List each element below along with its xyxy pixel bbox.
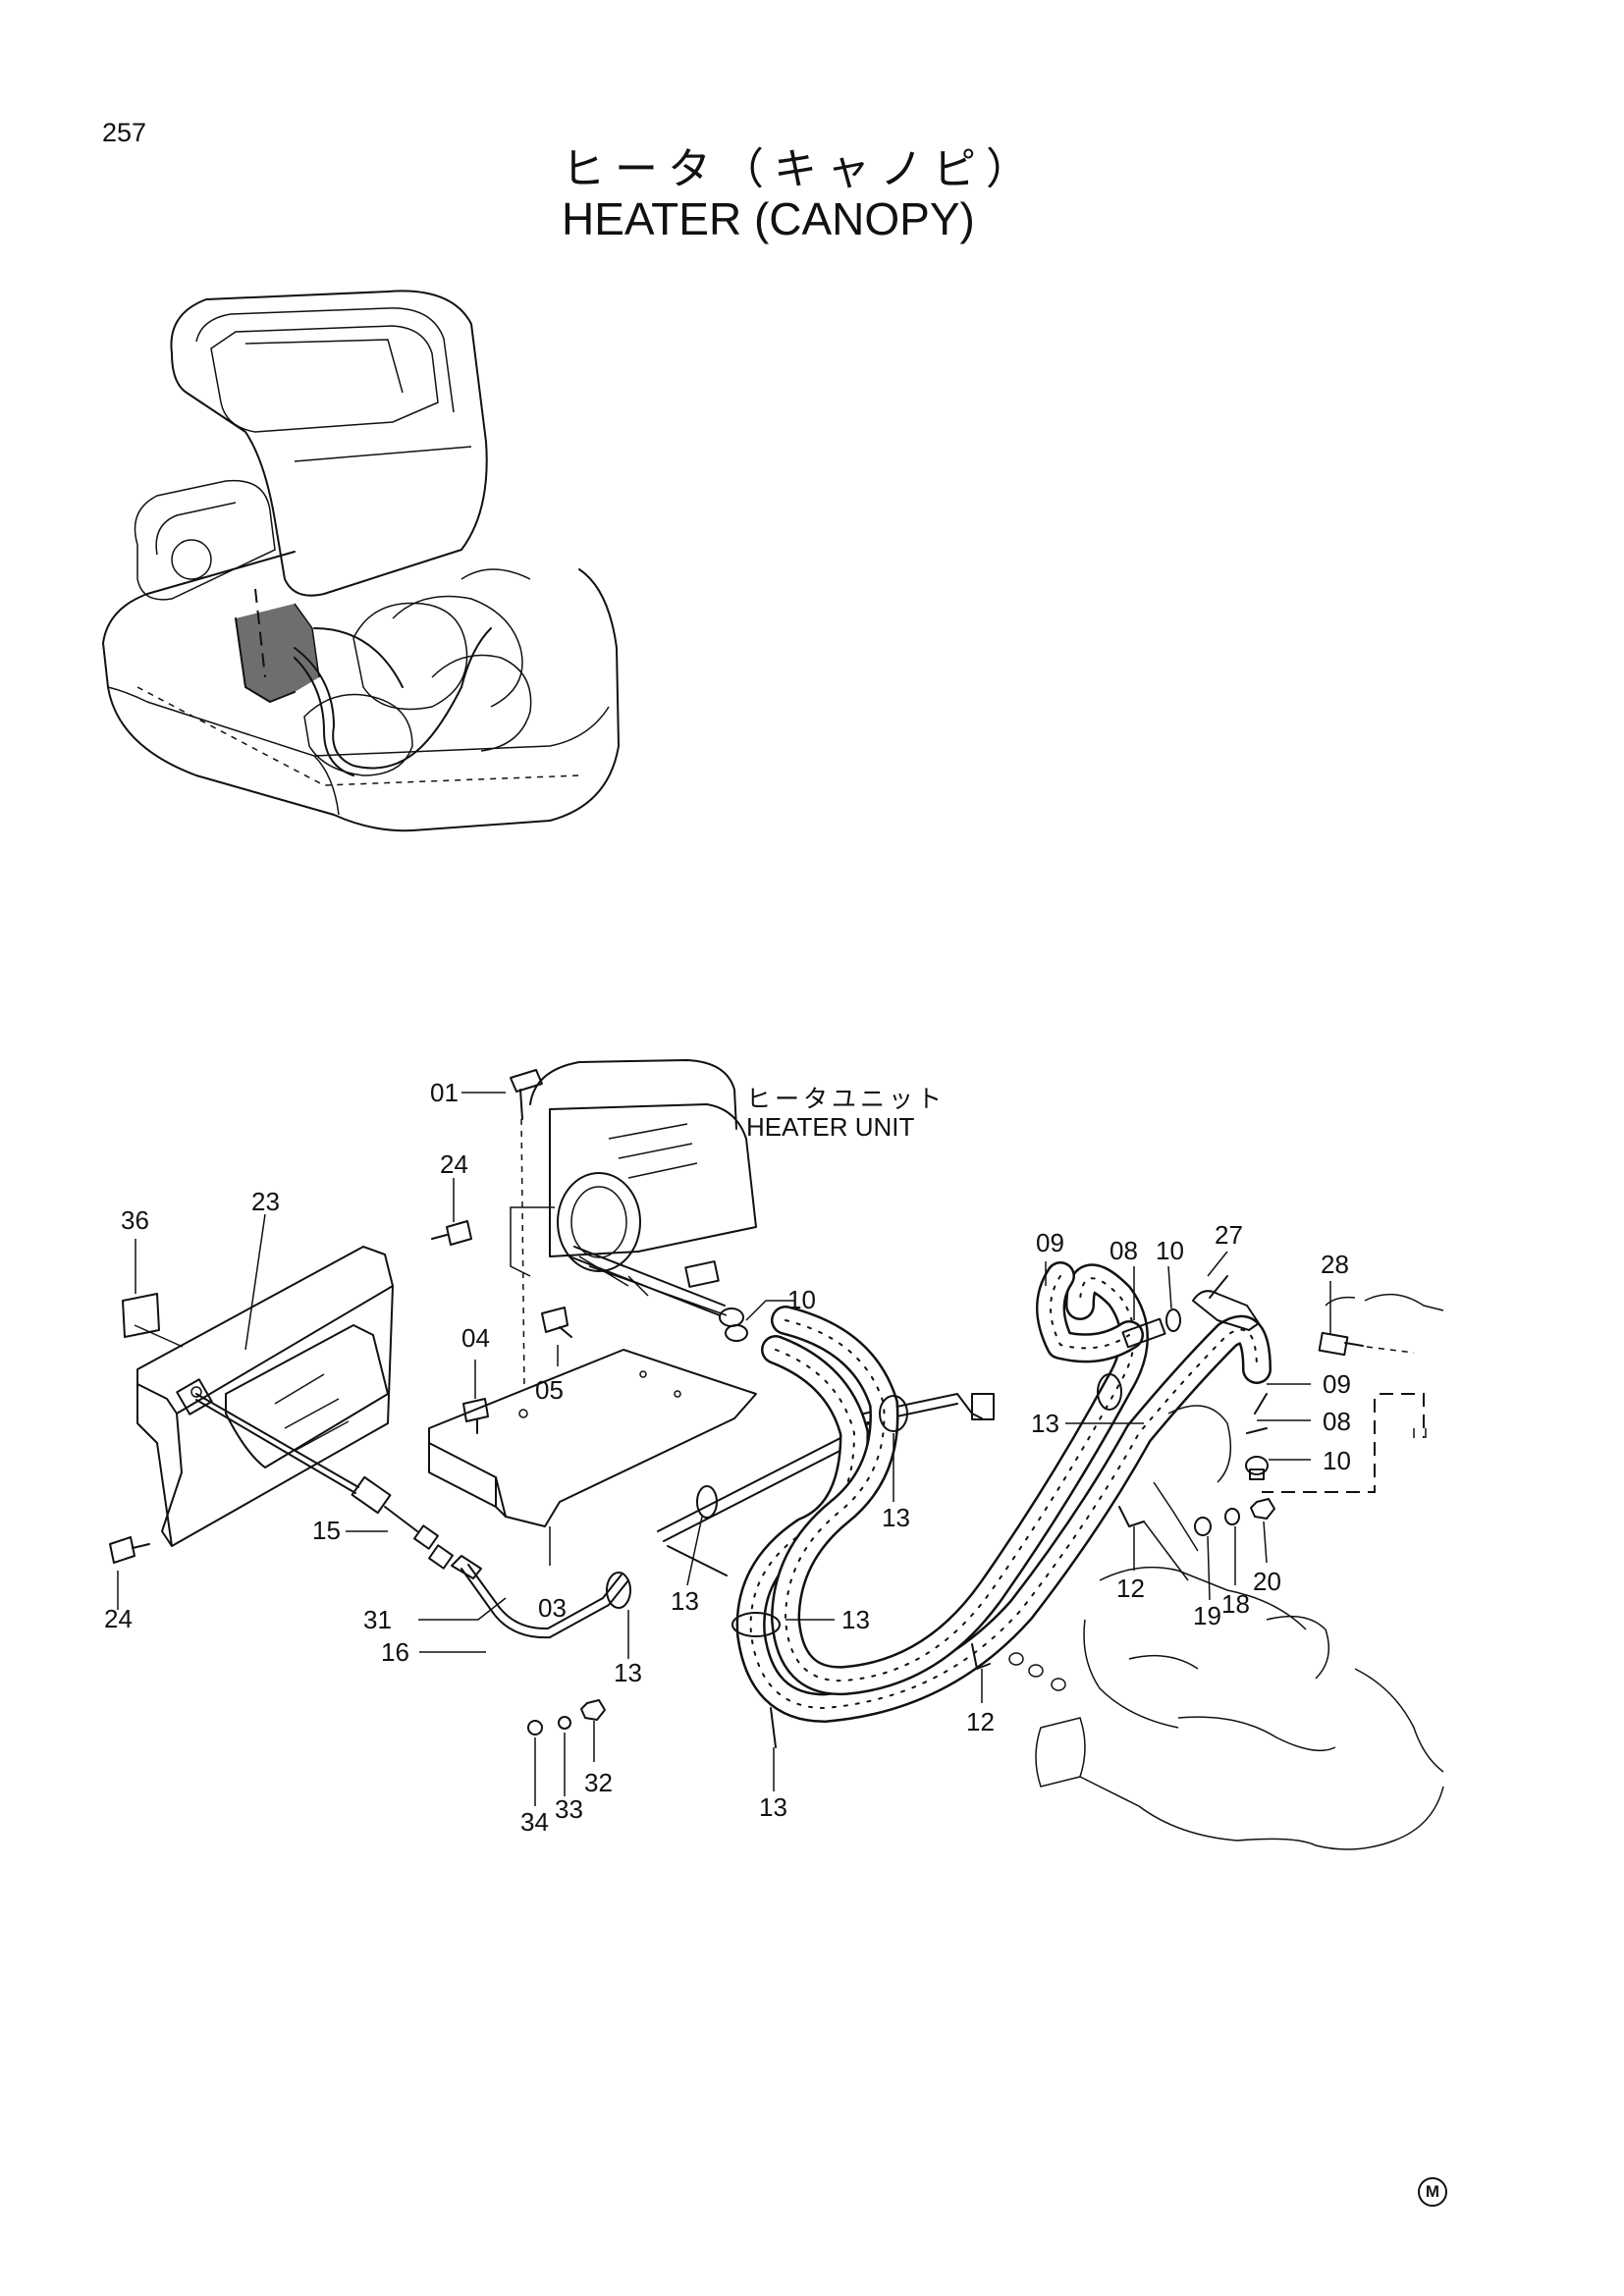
- callout-12-upper: 12: [1116, 1574, 1145, 1603]
- callout-labels: 01 03 04 05 08 08 09 09 10 10 10 12 12 1…: [104, 1078, 1351, 1837]
- callout-10-top: 10: [1156, 1236, 1184, 1265]
- bolt-05: [541, 1307, 572, 1338]
- callout-19: 19: [1193, 1601, 1221, 1630]
- callout-09-top: 09: [1036, 1228, 1064, 1257]
- page-number: 257: [102, 118, 147, 147]
- callout-13-a: 13: [882, 1503, 910, 1532]
- dashed-reference-box: [1262, 1393, 1425, 1493]
- callout-08-top: 08: [1110, 1236, 1138, 1265]
- bolt-01: [510, 1069, 543, 1390]
- callout-04: 04: [461, 1323, 490, 1353]
- callout-31: 31: [363, 1605, 392, 1634]
- bolt-24-upper: [431, 1220, 472, 1246]
- bolt-24-lower: [109, 1536, 150, 1564]
- page-title-japanese: ヒータ（キャノピ）: [562, 144, 1039, 194]
- reference-marks: [1413, 1428, 1427, 1438]
- cover-23: [136, 1246, 394, 1547]
- callout-16: 16: [381, 1637, 409, 1667]
- callout-05: 05: [535, 1375, 564, 1405]
- bracket-plate-03: [428, 1349, 757, 1527]
- washer-33: [558, 1716, 571, 1730]
- machine-overview-sketch: [102, 290, 620, 832]
- callout-12-lower: 12: [966, 1707, 995, 1736]
- callout-24-lower: 24: [104, 1604, 133, 1633]
- callout-36: 36: [121, 1205, 149, 1235]
- callout-01: 01: [430, 1078, 459, 1107]
- callout-33: 33: [555, 1794, 583, 1824]
- callout-24-upper: 24: [440, 1149, 468, 1179]
- heater-unit: [510, 1059, 757, 1316]
- callout-13-e: 13: [841, 1605, 870, 1634]
- callout-09-right: 09: [1323, 1369, 1351, 1399]
- cable-15: [195, 1393, 454, 1570]
- washer-34: [527, 1720, 543, 1735]
- leader-lines: [117, 1092, 1331, 1806]
- hose-clamps: [606, 1373, 1122, 1748]
- engine-outline: [1035, 1293, 1444, 1850]
- callout-27: 27: [1215, 1220, 1243, 1250]
- trademark-mark: M: [1418, 2177, 1447, 2207]
- pipe-connector: [657, 1393, 995, 1576]
- callout-20: 20: [1253, 1567, 1281, 1596]
- callout-08-right: 08: [1323, 1407, 1351, 1436]
- nut-32: [580, 1699, 606, 1721]
- callout-10-right: 10: [1323, 1446, 1351, 1475]
- page-title: HEATER (CANOPY): [562, 193, 975, 244]
- callout-13-b: 13: [1031, 1409, 1059, 1438]
- pipe-upper: [568, 1246, 748, 1342]
- callout-34: 34: [520, 1807, 549, 1837]
- callout-18: 18: [1221, 1589, 1250, 1619]
- coolant-hose-bundle: [735, 1261, 1272, 1723]
- callout-10-upper: 10: [787, 1285, 816, 1314]
- heater-unit-label-japanese: ヒータユニット: [746, 1085, 947, 1113]
- callout-23: 23: [251, 1187, 280, 1216]
- callout-28: 28: [1321, 1250, 1349, 1279]
- clips-and-washers: [971, 1481, 1275, 1691]
- callout-15: 15: [312, 1516, 341, 1545]
- callout-13-f: 13: [759, 1792, 787, 1822]
- heater-unit-label: HEATER UNIT: [746, 1112, 915, 1142]
- fittings-right: [1121, 1275, 1415, 1480]
- label-plate-36: [122, 1293, 160, 1338]
- callout-13-c: 13: [671, 1586, 699, 1616]
- callout-13-d: 13: [614, 1658, 642, 1687]
- bolt-04: [462, 1398, 489, 1434]
- callout-03: 03: [538, 1593, 567, 1623]
- callout-32: 32: [584, 1768, 613, 1797]
